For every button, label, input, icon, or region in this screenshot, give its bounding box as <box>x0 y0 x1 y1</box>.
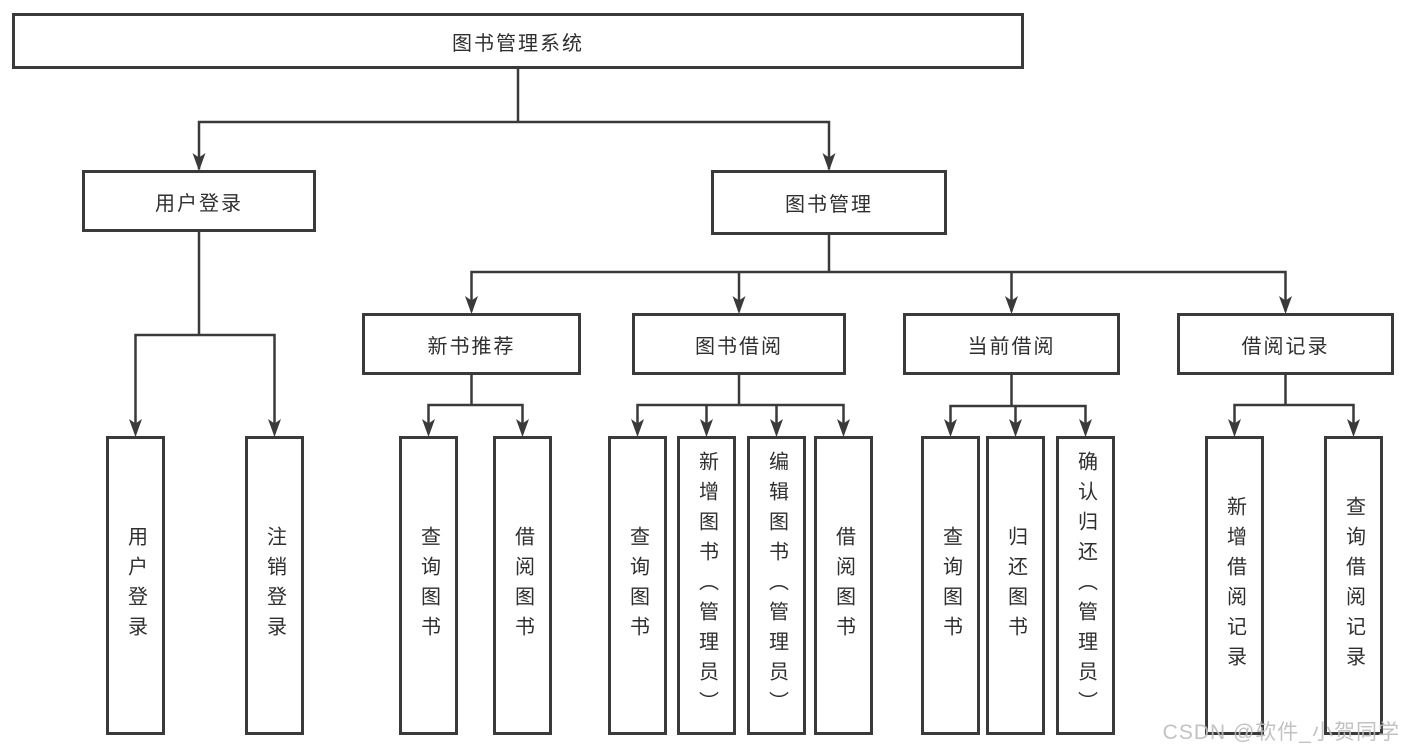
connector-book-borrow-children <box>631 373 850 437</box>
connector-root-to-level2 <box>192 67 836 171</box>
leaf-label: 归还图书 <box>1004 525 1027 646</box>
leaf-borrow-books-recommend: 借阅图书 <box>493 436 552 735</box>
connector-book-mgmt-children <box>465 233 1292 314</box>
leaf-label: 确认归还（管理员） <box>1074 450 1097 721</box>
node-label: 当前借阅 <box>967 335 1056 358</box>
connector-borrow-records-children <box>1228 373 1360 437</box>
node-label: 用户登录 <box>155 192 243 215</box>
leaf-logout: 注销登录 <box>245 436 304 735</box>
node-label: 新书推荐 <box>427 335 516 358</box>
leaf-add-books-admin: 新增图书（管理员） <box>677 436 736 735</box>
node-user-login: 用户登录 <box>82 170 316 232</box>
leaf-borrow-books: 借阅图书 <box>814 436 873 735</box>
leaf-add-borrow-record: 新增借阅记录 <box>1205 436 1264 735</box>
leaf-label: 查询图书 <box>417 525 440 646</box>
node-library-management-system: 图书管理系统 <box>12 13 1024 69</box>
node-label: 图书管理系统 <box>452 32 584 55</box>
node-label: 借阅记录 <box>1241 335 1330 358</box>
leaf-label: 新增借阅记录 <box>1223 495 1246 676</box>
connector-user-login-children <box>129 230 281 437</box>
leaf-query-books-borrow: 查询图书 <box>608 436 667 735</box>
leaf-confirm-return-admin: 确认归还（管理员） <box>1056 436 1115 735</box>
node-label: 图书管理 <box>785 194 873 216</box>
connector-new-book-rec-children <box>422 373 529 437</box>
leaf-label: 编辑图书（管理员） <box>765 450 788 721</box>
leaf-query-borrow-record: 查询借阅记录 <box>1324 436 1383 735</box>
leaf-query-books-current: 查询图书 <box>921 436 980 735</box>
leaf-label: 查询图书 <box>939 525 962 646</box>
node-book-management: 图书管理 <box>711 170 947 235</box>
node-borrowing-records: 借阅记录 <box>1177 313 1394 375</box>
leaf-label: 借阅图书 <box>511 525 534 646</box>
node-book-borrowing: 图书借阅 <box>632 313 846 375</box>
connector-current-borrow-children <box>944 373 1092 437</box>
leaf-label: 用户登录 <box>124 525 147 646</box>
leaf-return-books: 归还图书 <box>986 436 1045 735</box>
node-label: 图书借阅 <box>695 335 783 358</box>
leaf-label: 查询图书 <box>626 525 649 646</box>
leaf-user-login: 用户登录 <box>106 436 165 735</box>
node-current-borrowing: 当前借阅 <box>903 313 1120 375</box>
leaf-label: 借阅图书 <box>832 525 855 646</box>
leaf-label: 查询借阅记录 <box>1342 495 1365 676</box>
leaf-label: 注销登录 <box>263 525 286 646</box>
csdn-watermark: CSDN @软件_小贺同学 <box>1162 721 1400 744</box>
leaf-label: 新增图书（管理员） <box>695 450 718 721</box>
leaf-edit-books-admin: 编辑图书（管理员） <box>747 436 806 735</box>
leaf-query-books-recommend: 查询图书 <box>399 436 458 735</box>
node-new-book-recommendation: 新书推荐 <box>362 313 581 375</box>
